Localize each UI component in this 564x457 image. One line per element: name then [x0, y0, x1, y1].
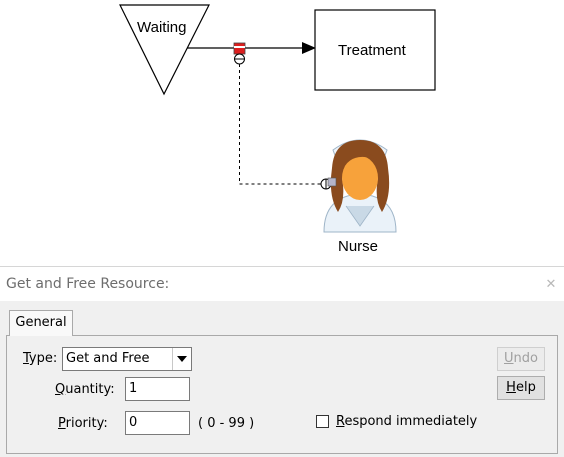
dialog-title: Get and Free Resource: [6, 276, 170, 292]
close-icon[interactable]: ✕ [540, 273, 562, 295]
undo-button[interactable]: Undo [497, 347, 545, 371]
type-select-value: Get and Free [66, 351, 150, 366]
quantity-input[interactable]: 1 [125, 377, 190, 401]
undo-mnemonic: U [504, 351, 514, 366]
resource-label: Nurse [338, 238, 379, 255]
activity-label: Treatment [338, 42, 406, 59]
queue-label: Waiting [137, 19, 187, 36]
respond-label-text: espond immediately [344, 414, 478, 429]
get-free-resource-dialog: Get and Free Resource: ✕ General Type: G… [0, 266, 564, 457]
respond-immediately-label[interactable]: Respond immediately [336, 414, 477, 429]
help-mnemonic: H [506, 380, 516, 395]
help-button[interactable]: Help [497, 376, 545, 400]
get-resource-marker[interactable] [233, 42, 246, 55]
tab-general[interactable]: General [9, 310, 73, 336]
type-label: Type: [23, 351, 57, 366]
help-text: elp [515, 380, 536, 395]
chevron-down-icon[interactable] [172, 348, 191, 370]
get-resource-marker-stripe [234, 46, 245, 48]
flow-arrowhead [302, 42, 316, 54]
tab-panel-general [6, 335, 558, 454]
quantity-label-mnemonic: Q [55, 382, 66, 397]
priority-label-mnemonic: P [58, 416, 66, 431]
type-select[interactable]: Get and Free [62, 347, 192, 371]
process-canvas[interactable]: Waiting Treatment Nurse [0, 0, 564, 266]
activity-box[interactable] [314, 9, 436, 91]
priority-label: Priority: [58, 416, 108, 431]
resource-link[interactable] [239, 64, 323, 185]
quantity-label: Quantity: [55, 382, 115, 397]
undo-text: ndo [513, 351, 538, 366]
respond-label-mnemonic: R [336, 414, 345, 429]
priority-input[interactable]: 0 [125, 411, 190, 435]
nurse-icon[interactable] [323, 139, 397, 233]
flow-diagram [119, 4, 436, 233]
type-label-mnemonic: T [23, 351, 29, 366]
priority-label-text: riority: [65, 416, 108, 431]
quantity-label-text: uantity: [65, 382, 115, 397]
priority-range: ( 0 - 99 ) [198, 416, 255, 431]
respond-immediately-checkbox[interactable] [316, 415, 329, 428]
dialog-titlebar[interactable]: Get and Free Resource: ✕ [0, 267, 564, 301]
queue-triangle[interactable] [119, 4, 210, 96]
type-label-text: ype: [28, 351, 58, 366]
